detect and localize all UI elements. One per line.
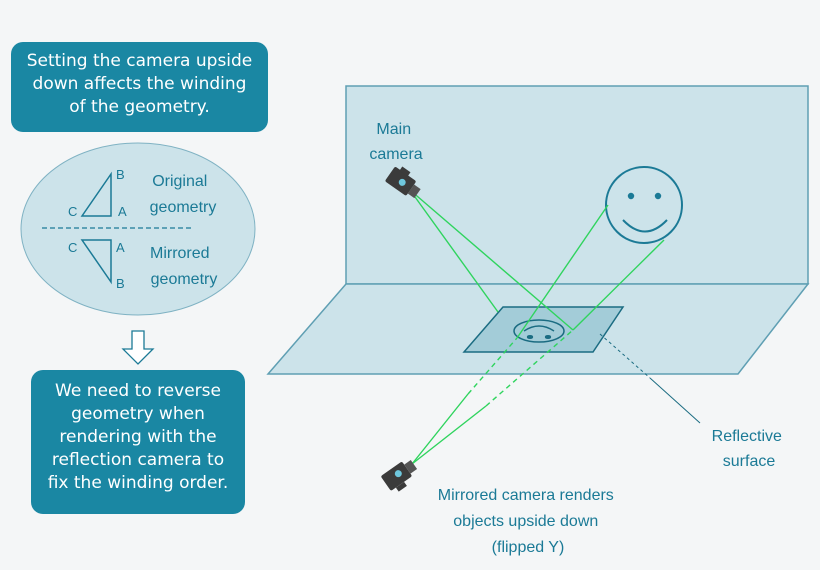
bottom-callout-line: fix the winding order. — [47, 473, 229, 493]
main-camera-icon — [385, 166, 421, 199]
bottom-callout-line: rendering with the — [59, 427, 217, 447]
down-arrow-icon — [121, 330, 155, 365]
reflective-surface-label: Reflective surface — [712, 428, 787, 470]
mirrored-vertex-c: C — [68, 240, 77, 255]
back-wall — [345, 85, 809, 285]
winding-ellipse — [20, 142, 256, 316]
mirrored-triangle — [80, 239, 112, 285]
bottom-callout-line: geometry when — [71, 404, 205, 424]
top-callout: Setting the camera upside down affects t… — [11, 42, 268, 132]
rays — [409, 189, 665, 465]
mirrored-geometry-label: Mirrored geometry — [150, 245, 217, 288]
reflective-pointer — [649, 377, 701, 424]
original-triangle — [80, 171, 112, 217]
mirrored-vertex-a: A — [116, 240, 125, 255]
smiley-face-icon — [605, 166, 683, 244]
reflective-pointer-dashed — [599, 333, 651, 379]
original-vertex-a: A — [118, 204, 127, 219]
original-geometry-label: Original geometry — [150, 173, 217, 216]
bottom-callout: We need to reverse geometry when renderi… — [31, 370, 245, 514]
mirrored-vertex-b: B — [116, 276, 125, 291]
reflective-surface — [462, 306, 625, 353]
top-callout-line: of the geometry. — [69, 97, 210, 117]
mirrored-camera-icon — [381, 460, 418, 492]
original-vertex-b: B — [116, 167, 125, 182]
bottom-callout-line: reflection camera to — [51, 450, 225, 470]
main-camera-label: Main camera — [369, 121, 422, 163]
reflected-smiley-icon — [513, 319, 565, 343]
bottom-callout-line: We need to reverse — [55, 381, 221, 401]
mirrored-camera-label: Mirrored camera renders objects upside d… — [438, 487, 619, 556]
top-callout-line: down affects the winding — [32, 74, 247, 94]
top-callout-line: Setting the camera upside — [26, 51, 253, 71]
original-vertex-c: C — [68, 204, 77, 219]
